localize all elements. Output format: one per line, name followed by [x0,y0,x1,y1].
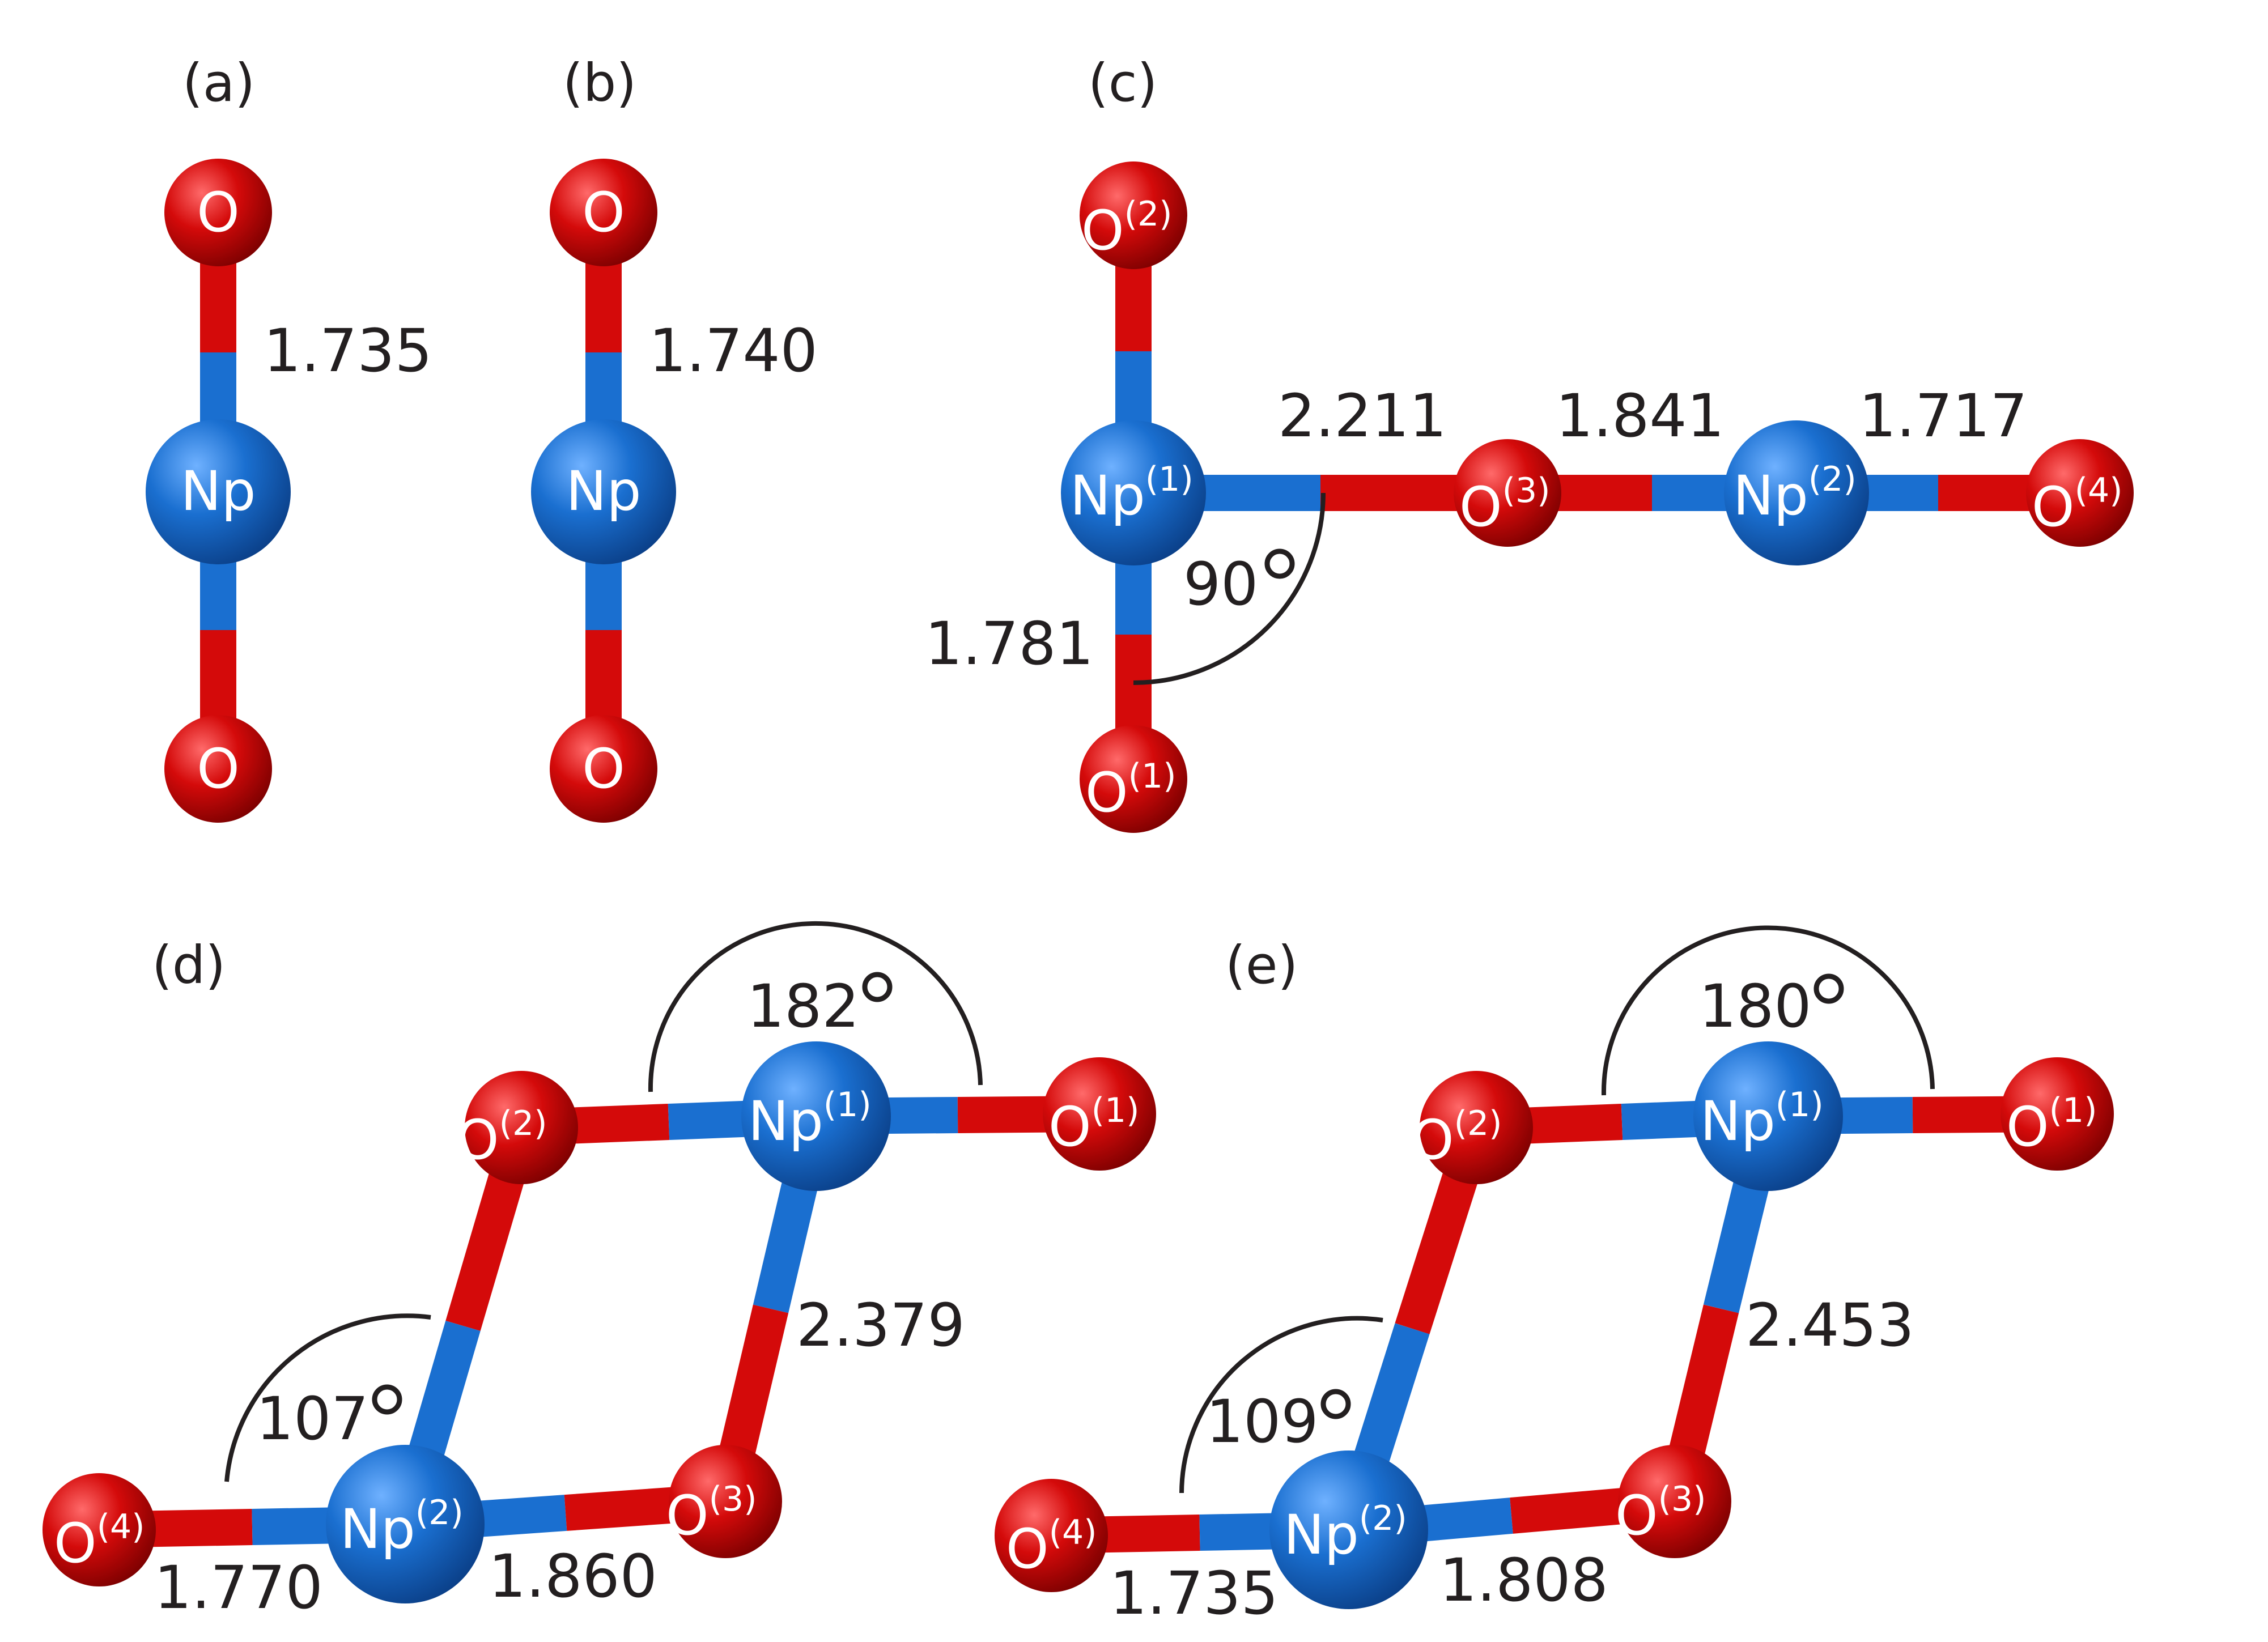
panel-e-label: (e) [1225,935,1298,996]
atom-e-o2: O(2) [1411,1071,1533,1184]
angle-label-e-top: 180 [1699,972,1812,1041]
panel-d-label: (d) [152,935,226,996]
degree-symbol-c [1264,548,1295,579]
atom-a-np-label: Np [181,460,256,523]
bond-length-d-np1-o3: 2.379 [796,1291,965,1360]
panel-c: (c) O(2) O(1) [925,53,2134,833]
atom-e-np1: Np(1) [1693,1041,1843,1191]
atom-b-o-bottom-label: O [582,737,625,801]
atom-b-np-label: Np [566,460,642,523]
degree-symbol-d-top [862,972,893,1002]
degree-symbol-e-left [1320,1389,1351,1419]
atom-b-o-top: O [550,159,657,266]
bond-length-c-o3-np2: 1.841 [1556,381,1725,450]
atom-e-np1-label: Np(1) [1700,1085,1824,1153]
atom-e-o4: O(4) [995,1479,1108,1592]
atom-e-o3-label: O(3) [1615,1479,1706,1547]
atom-c-o4-label: O(4) [2032,471,2123,539]
bond-length-c-np1-o3: 2.211 [1278,381,1447,450]
bond-length-b: 1.740 [649,316,818,385]
atom-a-o-top-label: O [197,181,240,244]
bond-length-a: 1.735 [264,316,432,385]
atom-e-o1-label: O(1) [2006,1091,2097,1159]
atom-b-np: Np [531,419,676,564]
atom-d-o3: O(3) [666,1445,782,1558]
bond-length-c-np2-o4: 1.717 [1859,381,2028,450]
atom-c-o3-label: O(3) [1459,471,1551,539]
panel-e: (e) O(2) [995,925,2114,1628]
atom-d-o2-label: O(2) [456,1104,547,1172]
atom-d-np1-label: Np(1) [748,1085,872,1153]
atom-c-o2-label: O(2) [1081,194,1173,262]
angle-arc-d-top [648,921,983,1092]
atom-c-np2: Np(2) [1724,420,1869,565]
angle-arc-d-left [224,1313,431,1482]
bond-length-d-np2-o3: 1.860 [489,1542,657,1611]
atom-d-o4-label: O(4) [54,1507,145,1575]
panel-a-label: (a) [182,53,255,113]
angle-arc-c [1133,492,1326,685]
panel-c-label: (c) [1088,53,1157,113]
panel-d: (d) O(2) [43,921,1156,1622]
atom-b-o-bottom: O [550,715,657,823]
atom-e-o3: O(3) [1615,1445,1731,1558]
angle-arc-e-top [1601,925,1935,1096]
atom-e-np2-label: Np(2) [1284,1499,1407,1567]
atom-c-o2: O(2) [1080,161,1187,269]
atom-c-o1-label: O(1) [1085,756,1177,824]
bond-length-d-o4-np2: 1.770 [154,1553,323,1622]
atom-c-o3: O(3) [1454,439,1561,547]
atom-e-o2-label: O(2) [1411,1104,1502,1172]
panel-b-label: (b) [563,53,636,113]
atom-b-o-top-label: O [582,181,625,244]
atom-c-o1: O(1) [1080,725,1187,833]
atom-e-np2: Np(2) [1269,1450,1428,1609]
atom-d-o3-label: O(3) [666,1479,757,1547]
atom-d-o4: O(4) [43,1473,156,1586]
angle-label-d-left: 107 [256,1384,369,1453]
bond-length-e-np2-o3: 1.808 [1439,1546,1608,1615]
atom-c-np2-label: Np(2) [1733,460,1857,528]
atom-a-o-bottom-label: O [197,737,240,801]
bond-length-c-np1-o1: 1.781 [925,609,1094,678]
panel-b: (b) O Np O 1.740 [531,53,818,823]
atom-a-o-top: O [164,159,272,266]
bond-length-e-np1-o3: 2.453 [1745,1291,1914,1360]
atom-c-np1-label: Np(1) [1070,460,1194,528]
atom-a-o-bottom: O [164,715,272,823]
atom-d-o1: O(1) [1043,1057,1156,1171]
bond-length-e-o4-np2: 1.735 [1110,1559,1279,1628]
atom-d-o2: O(2) [456,1071,578,1184]
angle-label-d-top: 182 [747,972,860,1041]
atom-d-np2: Np(2) [326,1445,485,1603]
atom-a-np: Np [146,419,291,564]
panel-a: (a) O Np O 1.735 [146,53,432,823]
angle-arc-e-left [1179,1316,1383,1494]
atom-c-np1: Np(1) [1061,420,1206,565]
atom-e-o1: O(1) [2001,1057,2114,1171]
degree-symbol-d-left [372,1384,402,1415]
atom-e-o4-label: O(4) [1006,1513,1097,1581]
atom-d-np2-label: Np(2) [340,1493,464,1561]
angle-label-c: 90 [1183,550,1258,619]
atom-d-o1-label: O(1) [1048,1091,1140,1159]
atom-d-np1: Np(1) [741,1041,891,1191]
atom-c-o4: O(4) [2026,439,2134,547]
degree-symbol-e-top [1813,973,1844,1004]
angle-label-e-left: 109 [1206,1387,1319,1456]
